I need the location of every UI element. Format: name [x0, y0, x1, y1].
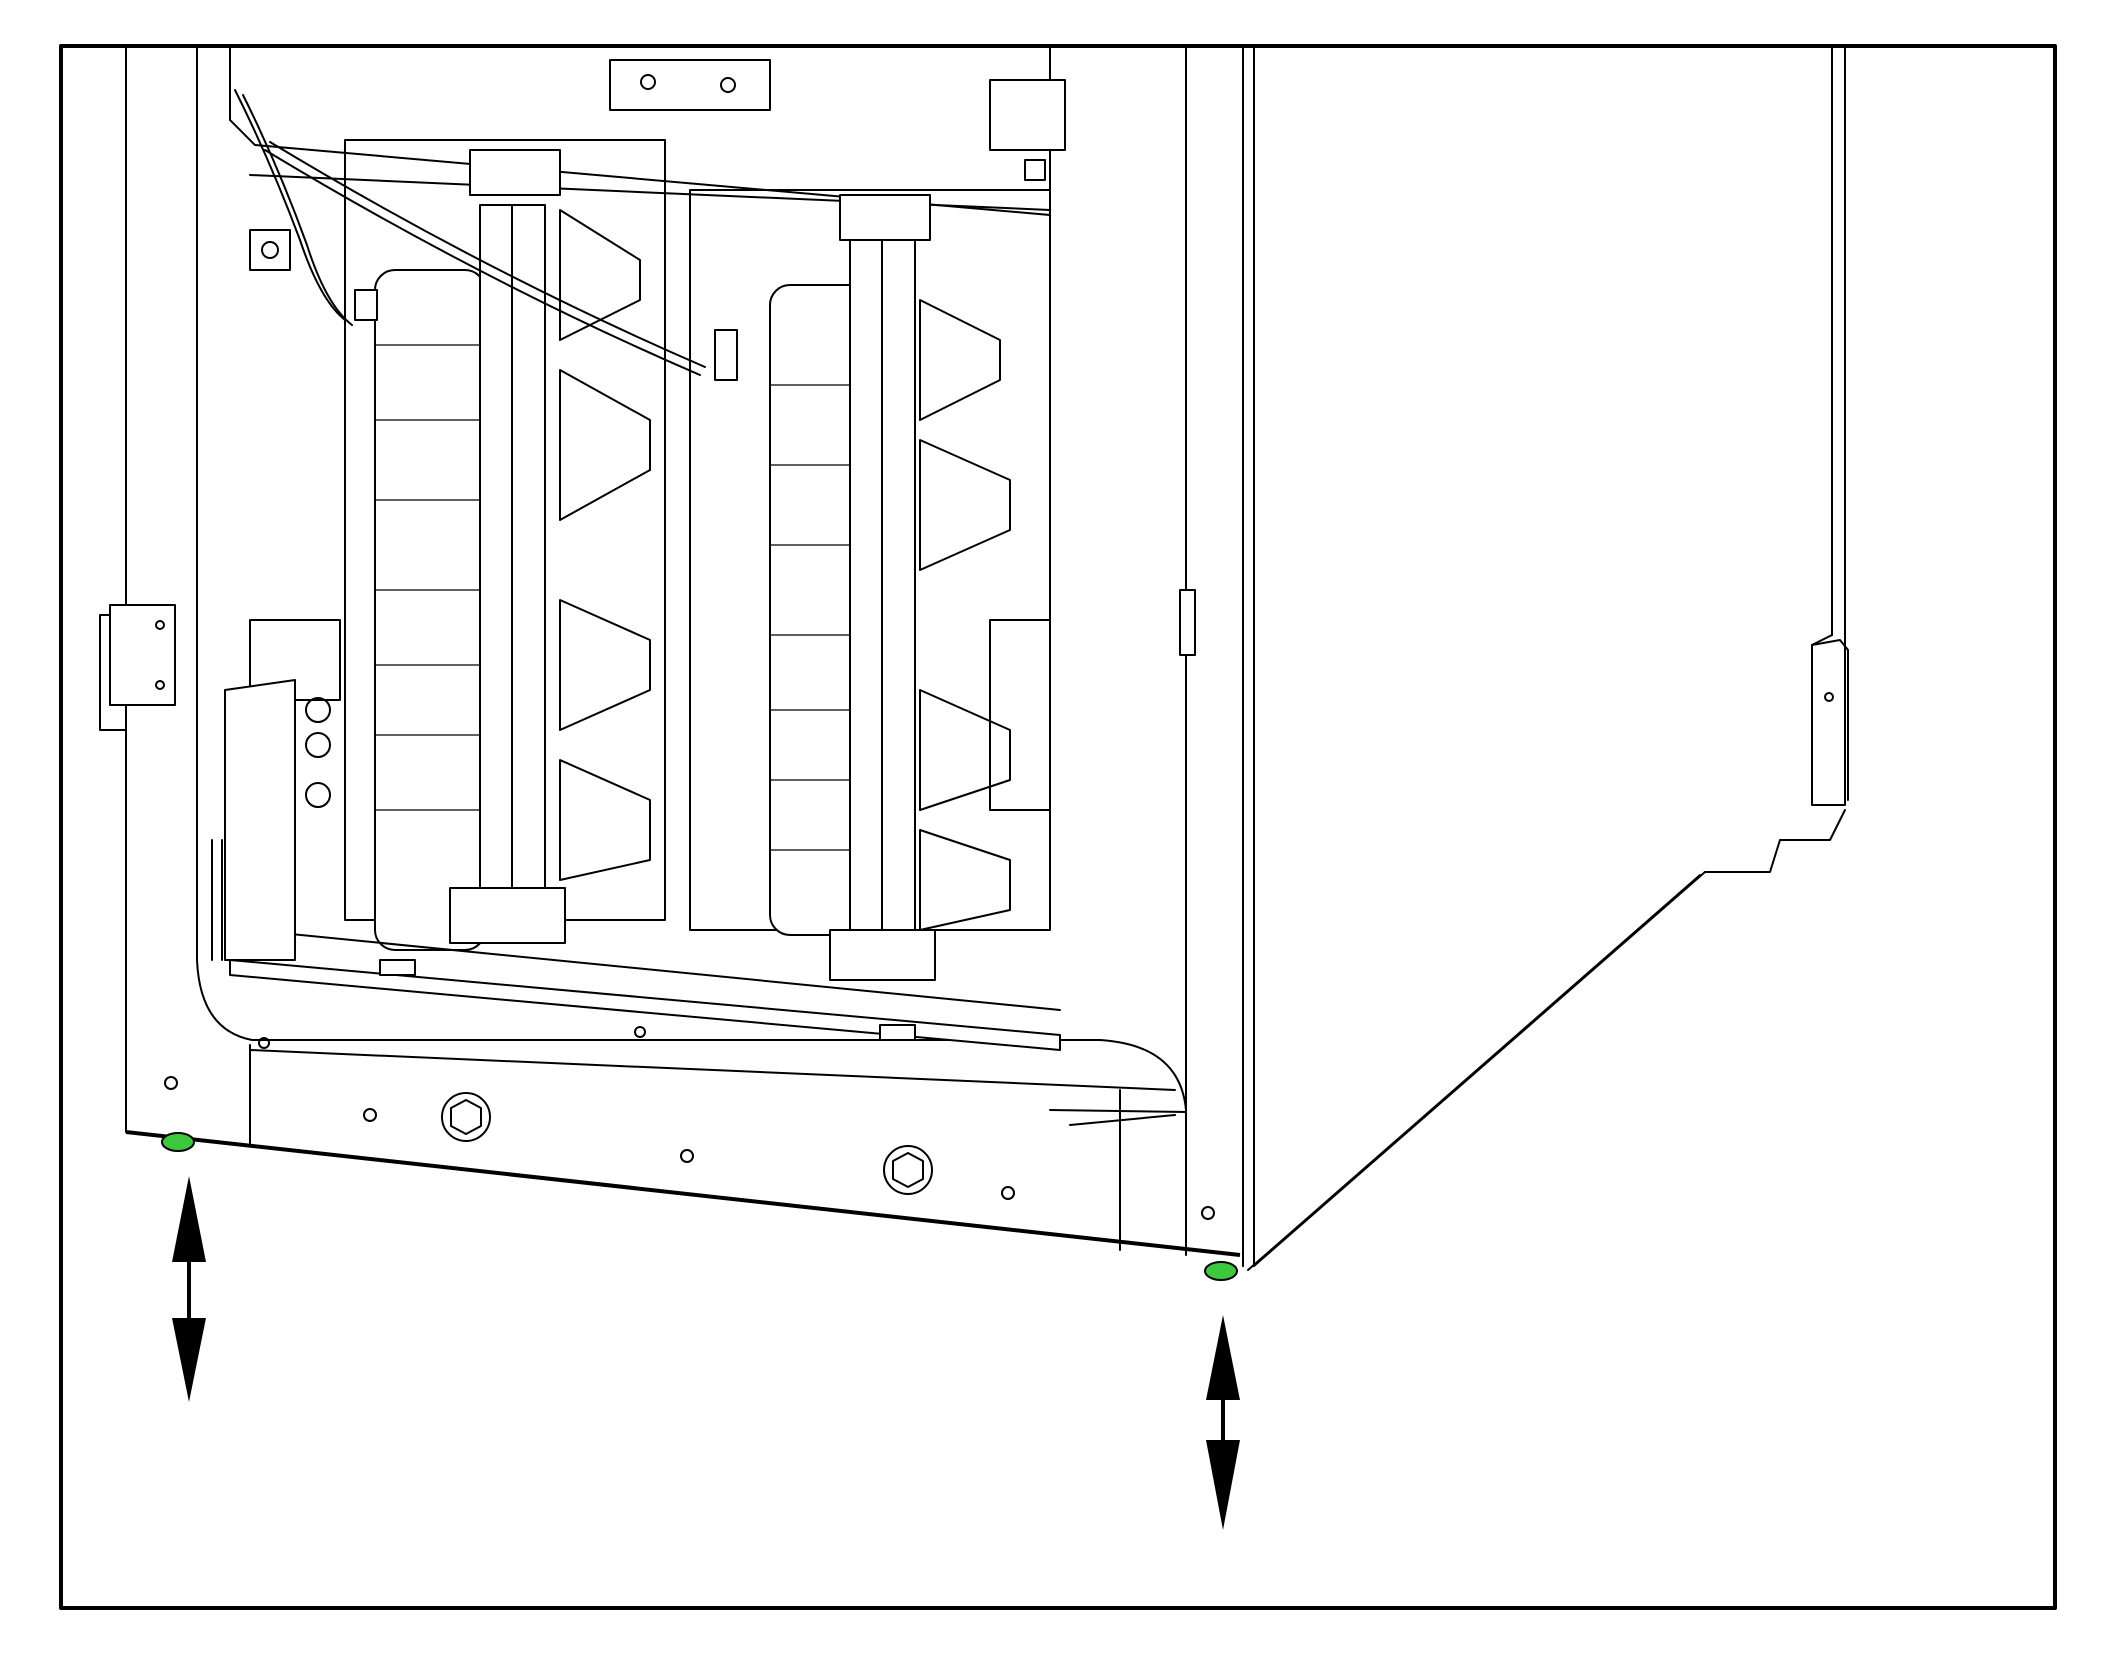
capacitor-module-left: [344, 139, 666, 951]
hex-bolt-left: [441, 1092, 491, 1142]
adjust-height-arrow-icon: [1206, 1315, 1240, 1530]
cabinet-front-frame: [99, 45, 1244, 1267]
capacitor-module-right: [689, 189, 1051, 981]
cabinet-side-panel: [1242, 45, 1849, 1271]
diagram-frame: [59, 44, 2057, 1610]
adjust-height-arrow-icon: [172, 1176, 206, 1402]
interior-floor-rail: [229, 929, 1061, 1051]
leveling-foot-right: [1204, 1261, 1238, 1281]
cable-bundle: [234, 89, 738, 381]
leveling-foot-left: [161, 1132, 195, 1152]
hex-bolt-right: [883, 1145, 933, 1195]
terminal-block: [211, 229, 341, 961]
